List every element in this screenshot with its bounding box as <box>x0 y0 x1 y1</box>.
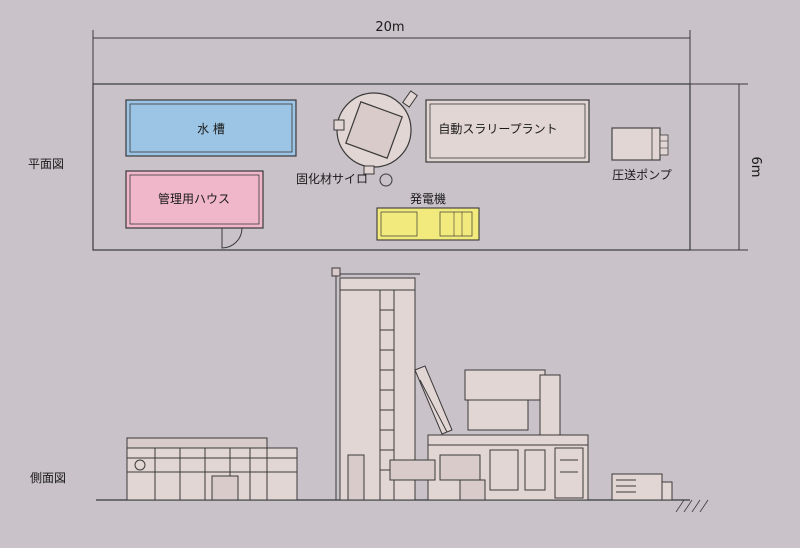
pump <box>611 127 669 161</box>
ground-hatch <box>675 499 709 513</box>
height-dimension <box>690 83 748 251</box>
water-tank-label: 水 槽 <box>197 122 225 136</box>
generator <box>376 207 480 241</box>
plan-view-label: 平面図 <box>28 157 64 171</box>
management-house <box>125 170 264 249</box>
side-pump <box>611 473 673 501</box>
side-management-house <box>126 437 298 501</box>
silo <box>333 90 418 187</box>
water-tank <box>125 99 297 157</box>
width-dimension-label: 20m <box>375 20 404 35</box>
slurry-plant-label: 自動スラリープラント <box>438 122 557 136</box>
generator-label: 発電機 <box>410 191 446 206</box>
height-dimension-label: 6m <box>748 157 763 178</box>
plan-site-boundary <box>92 83 691 251</box>
silo-label: 固化材サイロ <box>296 172 368 186</box>
slurry-plant <box>425 99 590 163</box>
side-view-label: 側面図 <box>30 471 66 485</box>
side-conveyor <box>414 365 453 435</box>
width-dimension <box>92 30 691 84</box>
pump-label: 圧送ポンプ <box>612 167 672 182</box>
management-house-label: 管理用ハウス <box>158 191 230 206</box>
side-slurry-plant <box>389 369 589 501</box>
